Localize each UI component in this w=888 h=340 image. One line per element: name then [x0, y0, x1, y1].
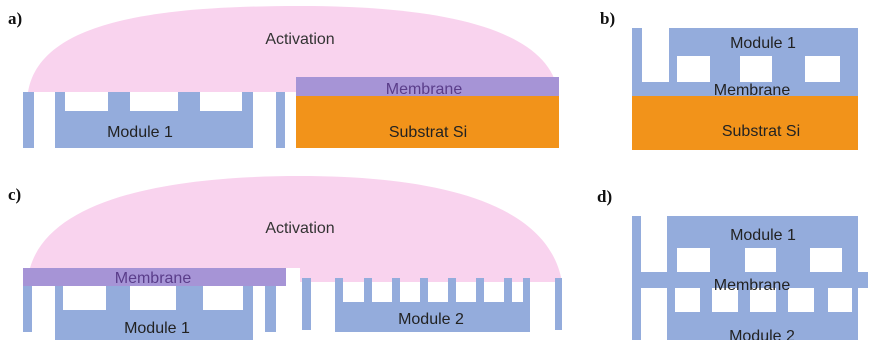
panel-b-module-1-body — [669, 28, 858, 82]
panel-b-membrane-layer — [632, 82, 858, 96]
panel-c-module-2-body — [335, 278, 530, 332]
panel-a-activation-cloud — [28, 6, 558, 92]
panel-c-module-2-pillar — [555, 278, 562, 330]
panel-c: c) Activation Membrane Module 1 Module 2 — [8, 176, 562, 340]
panel-b-substrate-label: Substrat Si — [722, 123, 800, 140]
panel-d-letter: d) — [597, 187, 612, 206]
panel-d-pillar — [632, 216, 641, 272]
panel-b-membrane-label: Membrane — [714, 82, 791, 99]
panel-c-letter: c) — [8, 185, 21, 204]
panel-c-module-1-cavity — [203, 286, 243, 310]
panel-a-module-1-body — [55, 92, 253, 148]
panel-d-membrane-layer — [632, 272, 868, 288]
panel-a-substrate — [296, 96, 559, 148]
panel-a-membrane-layer — [296, 77, 559, 96]
panel-b-letter: b) — [600, 9, 615, 28]
panel-a-module-pillar — [276, 92, 285, 148]
panel-d: d) Module 1 Membrane Module 2 — [597, 187, 868, 340]
panel-a-module-pillar — [23, 92, 34, 148]
panel-c-activation-label: Activation — [265, 220, 334, 237]
panel-d-module-1-body — [667, 216, 858, 272]
panel-c-membrane-layer — [23, 268, 286, 286]
panel-a-activation-label: Activation — [265, 31, 334, 48]
panel-c-activation-cloud — [30, 176, 562, 282]
panel-b-module-label: Module 1 — [730, 35, 796, 52]
panel-a-substrate-label: Substrat Si — [389, 124, 467, 141]
panel-c-module-1-cavity — [63, 286, 106, 310]
panel-d-module-1-label: Module 1 — [730, 227, 796, 244]
panel-c-module-2-pillar — [302, 278, 311, 330]
panel-a-membrane-label: Membrane — [386, 81, 463, 98]
panel-c-pillar — [23, 268, 32, 332]
panel-d-module-2-label: Module 2 — [729, 328, 795, 340]
panel-c-module-1-label: Module 1 — [124, 320, 190, 337]
panel-b-substrate — [632, 96, 858, 150]
panel-a-module-label: Module 1 — [107, 124, 173, 141]
panel-c-module-1-cavity — [130, 286, 176, 310]
panel-d-membrane-label: Membrane — [714, 277, 791, 294]
panel-d-pillar — [632, 288, 641, 340]
panel-a: a) Activation Membrane Module 1 Substrat… — [8, 6, 559, 148]
panel-b: b) Module 1 Membrane Substrat Si — [600, 9, 858, 150]
panel-c-membrane-label: Membrane — [115, 270, 192, 287]
panel-a-letter: a) — [8, 9, 22, 28]
panel-b-pillar — [632, 28, 642, 82]
panel-c-module-2-label: Module 2 — [398, 311, 464, 328]
panel-d-module-2-body — [667, 288, 858, 340]
